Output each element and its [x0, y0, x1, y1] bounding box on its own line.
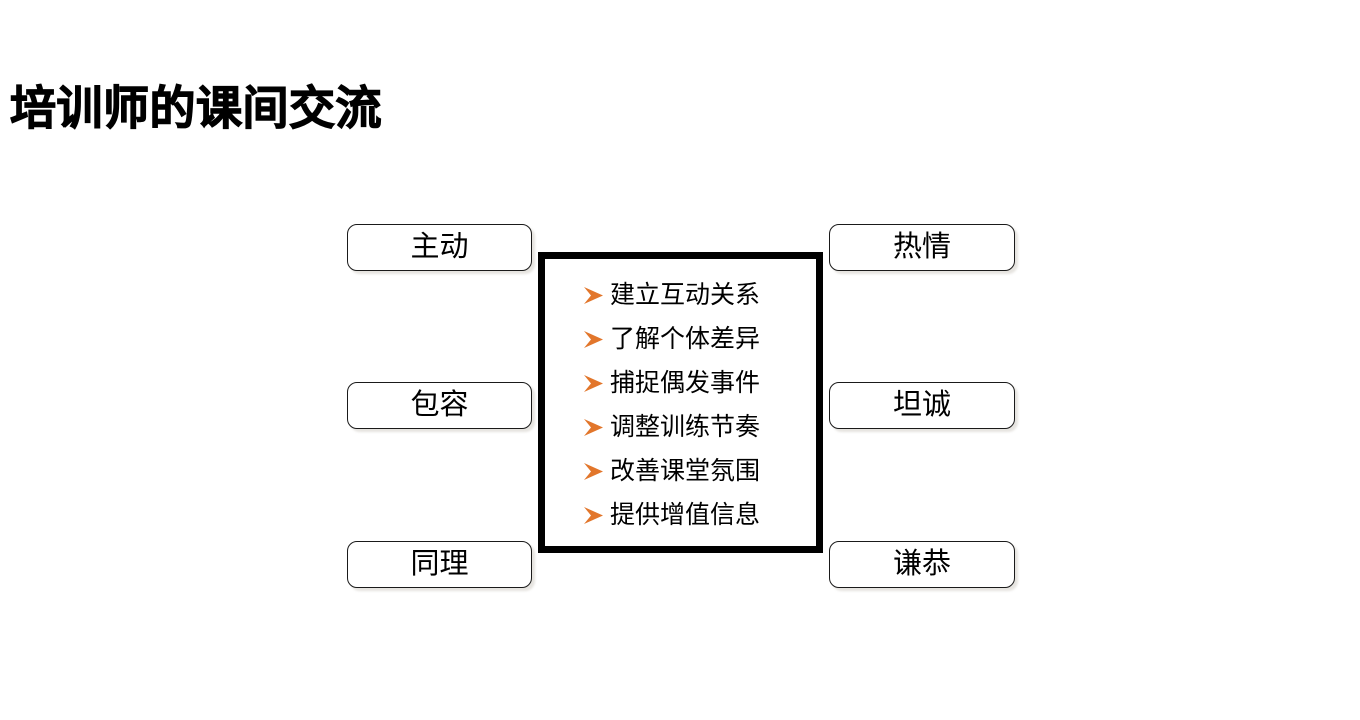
list-item[interactable]: 建立互动关系 — [545, 273, 816, 317]
page-title: 培训师的课间交流 — [9, 81, 382, 135]
list-item-label: 提供增值信息 — [610, 499, 761, 529]
list-item-label: 捕捉偶发事件 — [610, 367, 761, 397]
trait-box-right-3[interactable]: 谦恭 — [829, 541, 1015, 588]
trait-box-right-2[interactable]: 坦诚 — [829, 382, 1015, 429]
center-bullet-panel: 建立互动关系 了解个体差异 捕捉偶发事件 — [538, 252, 823, 553]
list-item-label: 调整训练节奏 — [610, 411, 761, 441]
orange-arrow-bullet-icon — [581, 371, 606, 396]
trait-box-left-3[interactable]: 同理 — [347, 541, 532, 588]
list-item[interactable]: 调整训练节奏 — [545, 405, 816, 449]
orange-arrow-bullet-icon — [581, 283, 606, 308]
list-item-label: 建立互动关系 — [610, 279, 761, 309]
orange-arrow-bullet-icon — [581, 415, 606, 440]
list-item[interactable]: 捕捉偶发事件 — [545, 361, 816, 405]
trait-box-left-1[interactable]: 主动 — [347, 224, 532, 271]
bullet-list: 建立互动关系 了解个体差异 捕捉偶发事件 — [545, 273, 816, 537]
list-item[interactable]: 了解个体差异 — [545, 317, 816, 361]
trait-label: 同理 — [410, 546, 469, 580]
orange-arrow-bullet-icon — [581, 459, 606, 484]
list-item-label: 了解个体差异 — [610, 323, 761, 353]
trait-label: 包容 — [410, 387, 469, 421]
list-item-label: 改善课堂氛围 — [610, 455, 761, 485]
trait-label: 主动 — [410, 229, 469, 263]
orange-arrow-bullet-icon — [581, 503, 606, 528]
list-item[interactable]: 提供增值信息 — [545, 493, 816, 537]
trait-label: 热情 — [892, 229, 951, 263]
trait-box-right-1[interactable]: 热情 — [829, 224, 1015, 271]
trait-label: 坦诚 — [892, 387, 951, 421]
trait-box-left-2[interactable]: 包容 — [347, 382, 532, 429]
list-item[interactable]: 改善课堂氛围 — [545, 449, 816, 493]
trait-label: 谦恭 — [892, 546, 951, 580]
orange-arrow-bullet-icon — [581, 327, 606, 352]
